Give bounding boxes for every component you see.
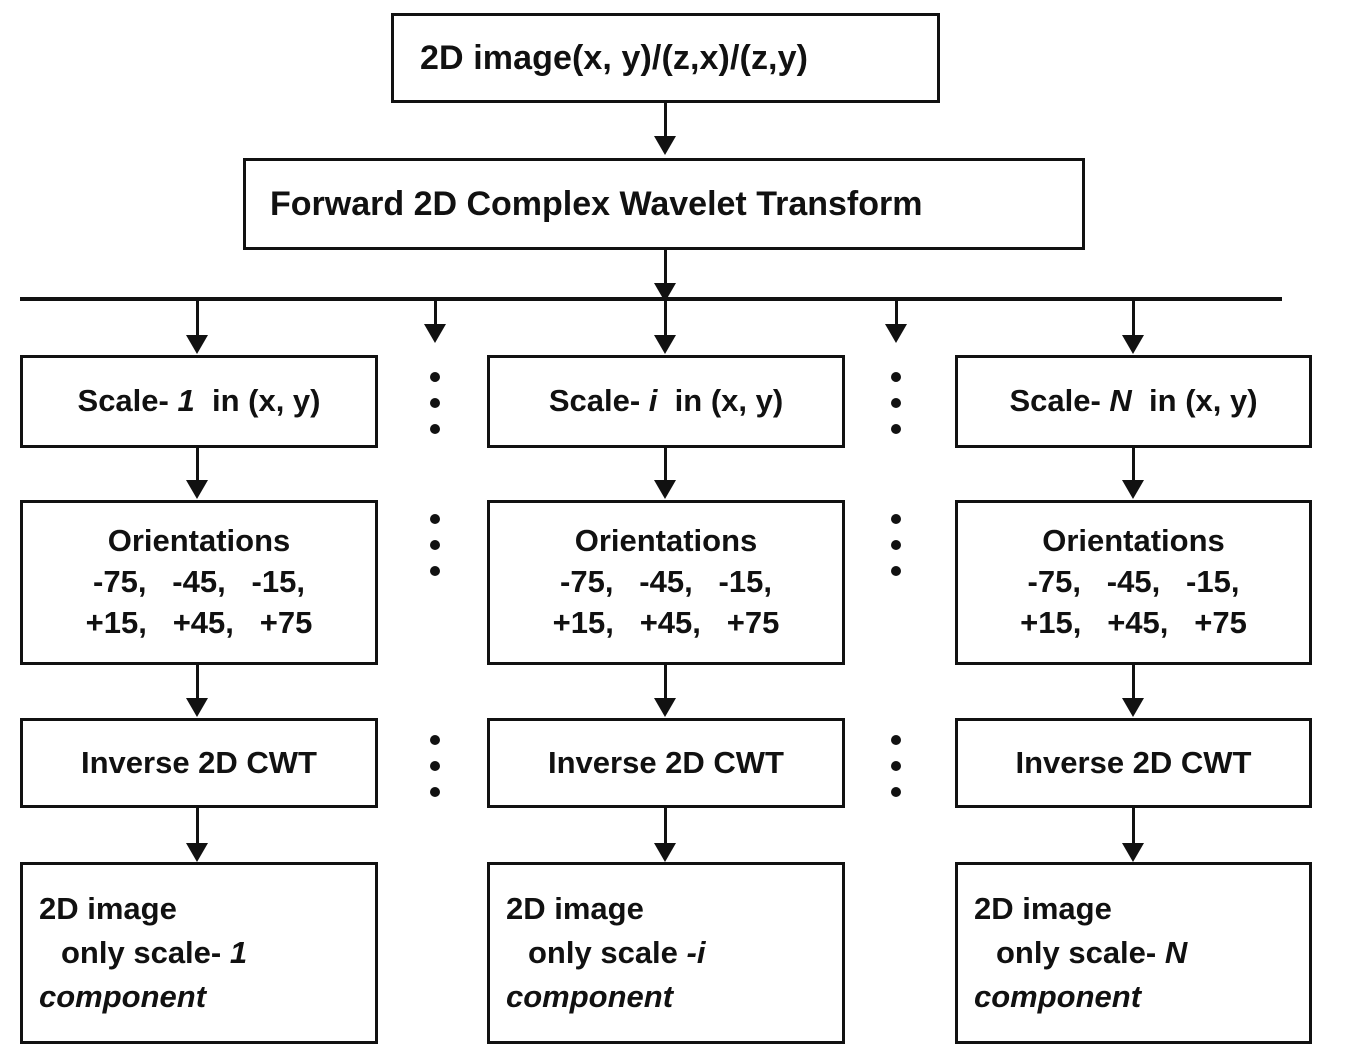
connector-inverse-1-to-result-1 bbox=[196, 808, 199, 846]
orientations-content-1: Orientations -75, -45, -15, +15, +45, +7… bbox=[23, 521, 375, 644]
connector-orientations-N-to-inverse-N bbox=[1132, 665, 1135, 701]
result-symbol-N: N bbox=[1164, 934, 1188, 970]
vertical-ellipsis-icon-left-scale bbox=[428, 372, 442, 434]
result-line2-N: only scale- N bbox=[996, 934, 1188, 970]
connector-inverse-i-to-result-i bbox=[664, 808, 667, 846]
arrowhead-bus-to-scale-1 bbox=[186, 335, 208, 354]
arrowhead-bus-to-scale-i bbox=[654, 335, 676, 354]
result-content-i: 2D image only scale -i component bbox=[506, 887, 842, 1019]
vertical-ellipsis-icon-right-inverse bbox=[889, 735, 903, 797]
orientations-row1-1: -75, -45, -15, bbox=[93, 564, 305, 600]
result-line2-1: only scale- 1 bbox=[61, 934, 248, 970]
result-box-N: 2D image only scale- N component bbox=[955, 862, 1312, 1044]
scale-label-N: Scale- N in (x, y) bbox=[1009, 383, 1258, 419]
scale-symbol-i: i bbox=[648, 383, 658, 419]
inverse-cwt-box-N: Inverse 2D CWT bbox=[955, 718, 1312, 808]
connector-bus-to-ellipsis-right bbox=[895, 300, 898, 328]
scale-label-i: Scale- i in (x, y) bbox=[548, 383, 784, 419]
arrowhead-orientations-N-to-inverse-N bbox=[1122, 698, 1144, 717]
scale-box-1: Scale- 1 in (x, y) bbox=[20, 355, 378, 448]
forward-transform-label: Forward 2D Complex Wavelet Transform bbox=[270, 184, 923, 223]
result-line1-1: 2D image bbox=[39, 890, 177, 926]
scale-symbol-1: 1 bbox=[177, 383, 195, 419]
arrowhead-input-to-transform bbox=[654, 136, 676, 155]
arrowhead-scale-1-to-orientations-1 bbox=[186, 480, 208, 499]
connector-scale-N-to-orientations-N bbox=[1132, 448, 1135, 483]
orientations-row1-N: -75, -45, -15, bbox=[1027, 564, 1240, 600]
scale-label-1: Scale- 1 in (x, y) bbox=[77, 383, 321, 419]
result-box-1: 2D image only scale- 1 component bbox=[20, 862, 378, 1044]
orientations-box-N: Orientations -75, -45, -15, +15, +45, +7… bbox=[955, 500, 1312, 665]
vertical-ellipsis-icon-left-orientations bbox=[428, 514, 442, 576]
arrowhead-bus-to-scale-N bbox=[1122, 335, 1144, 354]
scale-box-N: Scale- N in (x, y) bbox=[955, 355, 1312, 448]
arrowhead-inverse-1-to-result-1 bbox=[186, 843, 208, 862]
result-content-N: 2D image only scale- N component bbox=[974, 887, 1309, 1019]
arrowhead-inverse-N-to-result-N bbox=[1122, 843, 1144, 862]
result-line3-N: component bbox=[974, 979, 1142, 1014]
connector-bus-to-scale-1 bbox=[196, 300, 199, 338]
orientations-row2-1: +15, +45, +75 bbox=[85, 604, 313, 640]
result-line3-1: component bbox=[39, 979, 207, 1014]
connector-scale-i-to-orientations-i bbox=[664, 448, 667, 483]
input-image-label: 2D image(x, y)/(z,x)/(z,y) bbox=[420, 38, 809, 77]
vertical-ellipsis-icon-left-inverse bbox=[428, 735, 442, 797]
orientations-title-N: Orientations bbox=[1042, 523, 1225, 559]
arrowhead-scale-N-to-orientations-N bbox=[1122, 480, 1144, 499]
vertical-ellipsis-icon-right-scale bbox=[889, 372, 903, 434]
inverse-cwt-label-i: Inverse 2D CWT bbox=[547, 744, 784, 780]
inverse-cwt-label-N: Inverse 2D CWT bbox=[1015, 744, 1252, 780]
connector-orientations-1-to-inverse-1 bbox=[196, 665, 199, 701]
vertical-ellipsis-icon-right-orientations bbox=[889, 514, 903, 576]
result-line2-i: only scale -i bbox=[528, 934, 706, 970]
inverse-cwt-label-1: Inverse 2D CWT bbox=[80, 744, 317, 780]
scale-symbol-N: N bbox=[1109, 383, 1132, 419]
connector-orientations-i-to-inverse-i bbox=[664, 665, 667, 701]
orientations-row2-N: +15, +45, +75 bbox=[1020, 604, 1247, 640]
orientations-row2-i: +15, +45, +75 bbox=[552, 604, 780, 640]
orientations-row1-i: -75, -45, -15, bbox=[560, 564, 772, 600]
connector-bus-to-scale-i bbox=[664, 300, 667, 338]
arrowhead-orientations-1-to-inverse-1 bbox=[186, 698, 208, 717]
connector-bus-to-ellipsis-left bbox=[434, 300, 437, 328]
inverse-cwt-box-1: Inverse 2D CWT bbox=[20, 718, 378, 808]
connector-inverse-N-to-result-N bbox=[1132, 808, 1135, 846]
orientations-box-1: Orientations -75, -45, -15, +15, +45, +7… bbox=[20, 500, 378, 665]
result-symbol-i: -i bbox=[686, 934, 706, 970]
result-line1-N: 2D image bbox=[974, 890, 1112, 926]
input-image-box: 2D image(x, y)/(z,x)/(z,y) bbox=[391, 13, 940, 103]
distribution-bus bbox=[20, 297, 1282, 301]
result-line3-i: component bbox=[506, 979, 674, 1014]
arrowhead-bus-to-ellipsis-right bbox=[885, 324, 907, 343]
orientations-box-i: Orientations -75, -45, -15, +15, +45, +7… bbox=[487, 500, 845, 665]
arrowhead-scale-i-to-orientations-i bbox=[654, 480, 676, 499]
arrowhead-bus-to-ellipsis-left bbox=[424, 324, 446, 343]
orientations-title-1: Orientations bbox=[107, 523, 291, 559]
connector-input-to-transform bbox=[664, 103, 667, 139]
result-content-1: 2D image only scale- 1 component bbox=[39, 887, 375, 1019]
scale-box-i: Scale- i in (x, y) bbox=[487, 355, 845, 448]
result-box-i: 2D image only scale -i component bbox=[487, 862, 845, 1044]
connector-transform-to-bus bbox=[664, 250, 667, 296]
arrowhead-inverse-i-to-result-i bbox=[654, 843, 676, 862]
connector-bus-to-scale-N bbox=[1132, 300, 1135, 338]
arrowhead-orientations-i-to-inverse-i bbox=[654, 698, 676, 717]
orientations-title-i: Orientations bbox=[574, 523, 758, 559]
inverse-cwt-box-i: Inverse 2D CWT bbox=[487, 718, 845, 808]
forward-transform-box: Forward 2D Complex Wavelet Transform bbox=[243, 158, 1085, 250]
orientations-content-i: Orientations -75, -45, -15, +15, +45, +7… bbox=[490, 521, 842, 644]
result-line1-i: 2D image bbox=[506, 890, 644, 926]
connector-scale-1-to-orientations-1 bbox=[196, 448, 199, 483]
result-symbol-1: 1 bbox=[229, 934, 248, 970]
orientations-content-N: Orientations -75, -45, -15, +15, +45, +7… bbox=[958, 521, 1309, 644]
